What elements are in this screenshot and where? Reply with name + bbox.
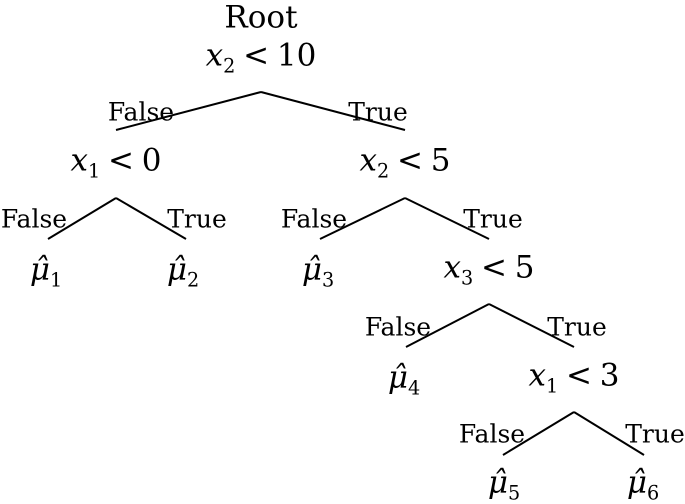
split-node-x3-lt-5: x3<5 xyxy=(443,249,535,290)
leaf-subscript: 4 xyxy=(407,376,421,400)
variable-subscript: 2 xyxy=(223,54,236,78)
branch-label-true: True xyxy=(348,97,408,127)
branch-label-false: False xyxy=(0,204,68,234)
split-node-x2-lt-5: x2<5 xyxy=(359,142,451,183)
root-label: Root xyxy=(224,0,298,36)
leaf-symbol: μ̂ xyxy=(387,359,408,396)
edge-n2-false xyxy=(319,197,406,240)
operator: < xyxy=(565,357,592,394)
variable: x xyxy=(528,357,547,394)
edge-n1-true xyxy=(115,197,187,240)
threshold: 3 xyxy=(599,357,620,394)
variable: x xyxy=(443,249,462,286)
branch-label-false: False xyxy=(458,419,526,449)
branch-label-true: True xyxy=(625,419,685,449)
variable: x xyxy=(205,37,224,74)
threshold: 10 xyxy=(276,37,317,74)
variable-subscript: 1 xyxy=(88,159,101,183)
threshold: 5 xyxy=(430,142,451,179)
edge-n3-false xyxy=(405,303,490,348)
edge-n3-true xyxy=(488,303,575,348)
variable-subscript: 3 xyxy=(461,266,474,290)
variable: x xyxy=(359,142,378,179)
leaf-symbol: μ̂ xyxy=(626,464,647,501)
leaf-subscript: 1 xyxy=(49,268,63,292)
edge-n4-true xyxy=(573,411,645,456)
leaf-symbol: μ̂ xyxy=(487,464,508,501)
leaf-mu-hat-2: μ̂2 xyxy=(166,251,200,292)
edge-n1-false xyxy=(47,197,117,240)
edge-n4-false xyxy=(502,411,575,456)
branch-label-true: True xyxy=(463,204,523,234)
edge-n0-true xyxy=(260,91,406,131)
edge-n2-true xyxy=(404,197,490,240)
operator: < xyxy=(243,37,270,74)
split-node-x1-lt-3: x1<3 xyxy=(528,357,620,398)
split-node-x1-lt-0: x1<0 xyxy=(70,142,162,183)
leaf-symbol: μ̂ xyxy=(29,251,50,288)
leaf-subscript: 5 xyxy=(507,481,521,504)
variable-subscript: 2 xyxy=(377,159,390,183)
leaf-symbol: μ̂ xyxy=(166,251,187,288)
variable: x xyxy=(70,142,89,179)
branch-label-false: False xyxy=(280,204,348,234)
threshold: 0 xyxy=(141,142,162,179)
leaf-mu-hat-4: μ̂4 xyxy=(387,359,421,400)
leaf-mu-hat-1: μ̂1 xyxy=(29,251,63,292)
variable-subscript: 1 xyxy=(546,374,559,398)
branch-label-false: False xyxy=(107,97,175,127)
operator: < xyxy=(396,142,423,179)
leaf-symbol: μ̂ xyxy=(301,251,322,288)
leaf-subscript: 2 xyxy=(186,268,200,292)
branch-label-true: True xyxy=(167,204,227,234)
leaf-mu-hat-3: μ̂3 xyxy=(301,251,335,292)
operator: < xyxy=(107,142,134,179)
split-node-x2-lt-10: x2 <10 xyxy=(205,37,317,78)
branch-label-true: True xyxy=(547,312,607,342)
leaf-subscript: 6 xyxy=(646,481,660,504)
branch-label-false: False xyxy=(364,312,432,342)
edge-n0-false xyxy=(115,91,262,131)
operator: < xyxy=(480,249,507,286)
leaf-subscript: 3 xyxy=(321,268,335,292)
threshold: 5 xyxy=(514,249,535,286)
leaf-mu-hat-6: μ̂6 xyxy=(626,464,660,504)
leaf-mu-hat-5: μ̂5 xyxy=(487,464,521,504)
